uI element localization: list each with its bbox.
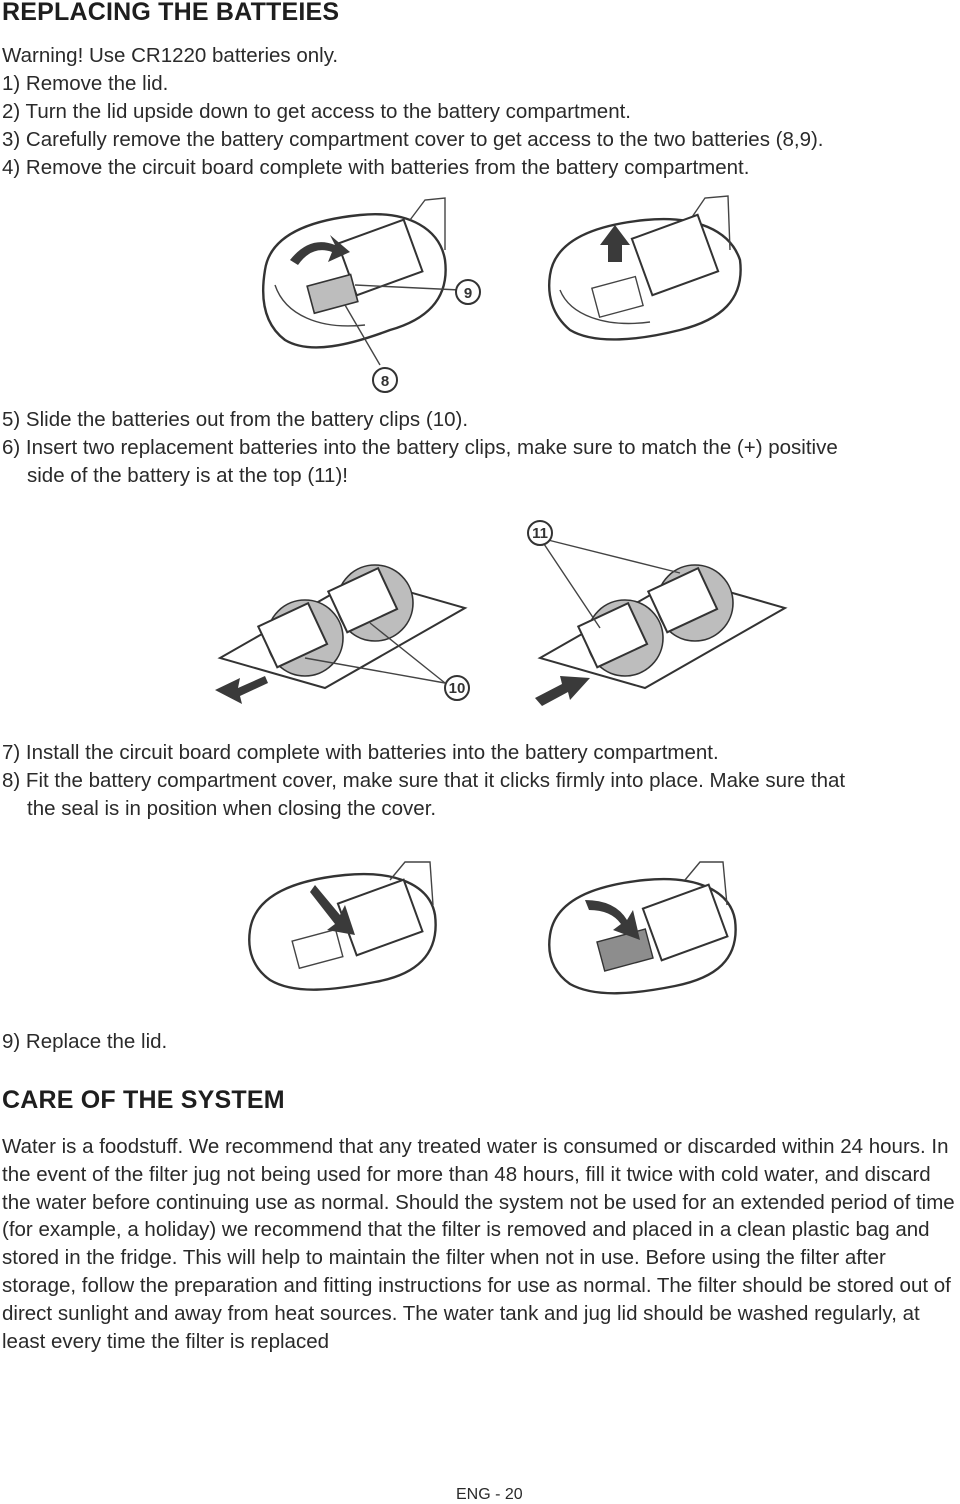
lid-illustration-install-left [248,861,437,991]
step-3-text: 3) Carefully remove the battery compartm… [2,128,824,151]
svg-text:10: 10 [449,680,466,697]
circuit-board-right [535,564,788,706]
svg-text:9: 9 [464,285,472,302]
step-6-text: 6) Insert two replacement batteries into… [2,436,838,459]
care-of-system-body: Water is a foodstuff. We recommend that … [2,1135,955,1353]
step-1-text: 1) Remove the lid. [2,72,169,95]
section-title-care-of-system: CARE OF THE SYSTEM [2,1086,285,1114]
lid-illustration-right [548,195,742,341]
section-title-replacing-batteries: REPLACING THE BATTEIES [2,0,340,26]
step-7-text: 7) Install the circuit board complete wi… [2,741,719,764]
step-5-text: 5) Slide the batteries out from the batt… [2,408,469,431]
step-8-continuation-text: the seal is in position when closing the… [27,797,437,820]
svg-text:8: 8 [381,373,389,390]
lid-illustration-left [262,197,461,366]
svg-text:11: 11 [532,525,548,542]
lid-illustration-install-right [548,861,737,995]
callout-10: 10 [444,675,470,701]
step-4-text: 4) Remove the circuit board complete wit… [2,156,750,179]
page-number: ENG - 20 [456,1486,523,1503]
circuit-board-left [215,564,468,704]
figure-remove-batteries: 9 8 [262,195,742,393]
figure-battery-clips: 11 10 [215,520,788,706]
warning-text: Warning! Use CR1220 batteries only. [2,44,339,67]
step-6-continuation-text: side of the battery is at the top (11)! [27,464,348,487]
step-8-text: 8) Fit the battery compartment cover, ma… [2,769,846,792]
callout-8: 8 [372,367,398,393]
step-2-text: 2) Turn the lid upside down to get acces… [2,100,632,123]
figure-reinstall-batteries [248,861,737,995]
callout-9: 9 [455,279,481,305]
step-9-text: 9) Replace the lid. [2,1030,168,1053]
callout-11: 11 [527,520,553,546]
